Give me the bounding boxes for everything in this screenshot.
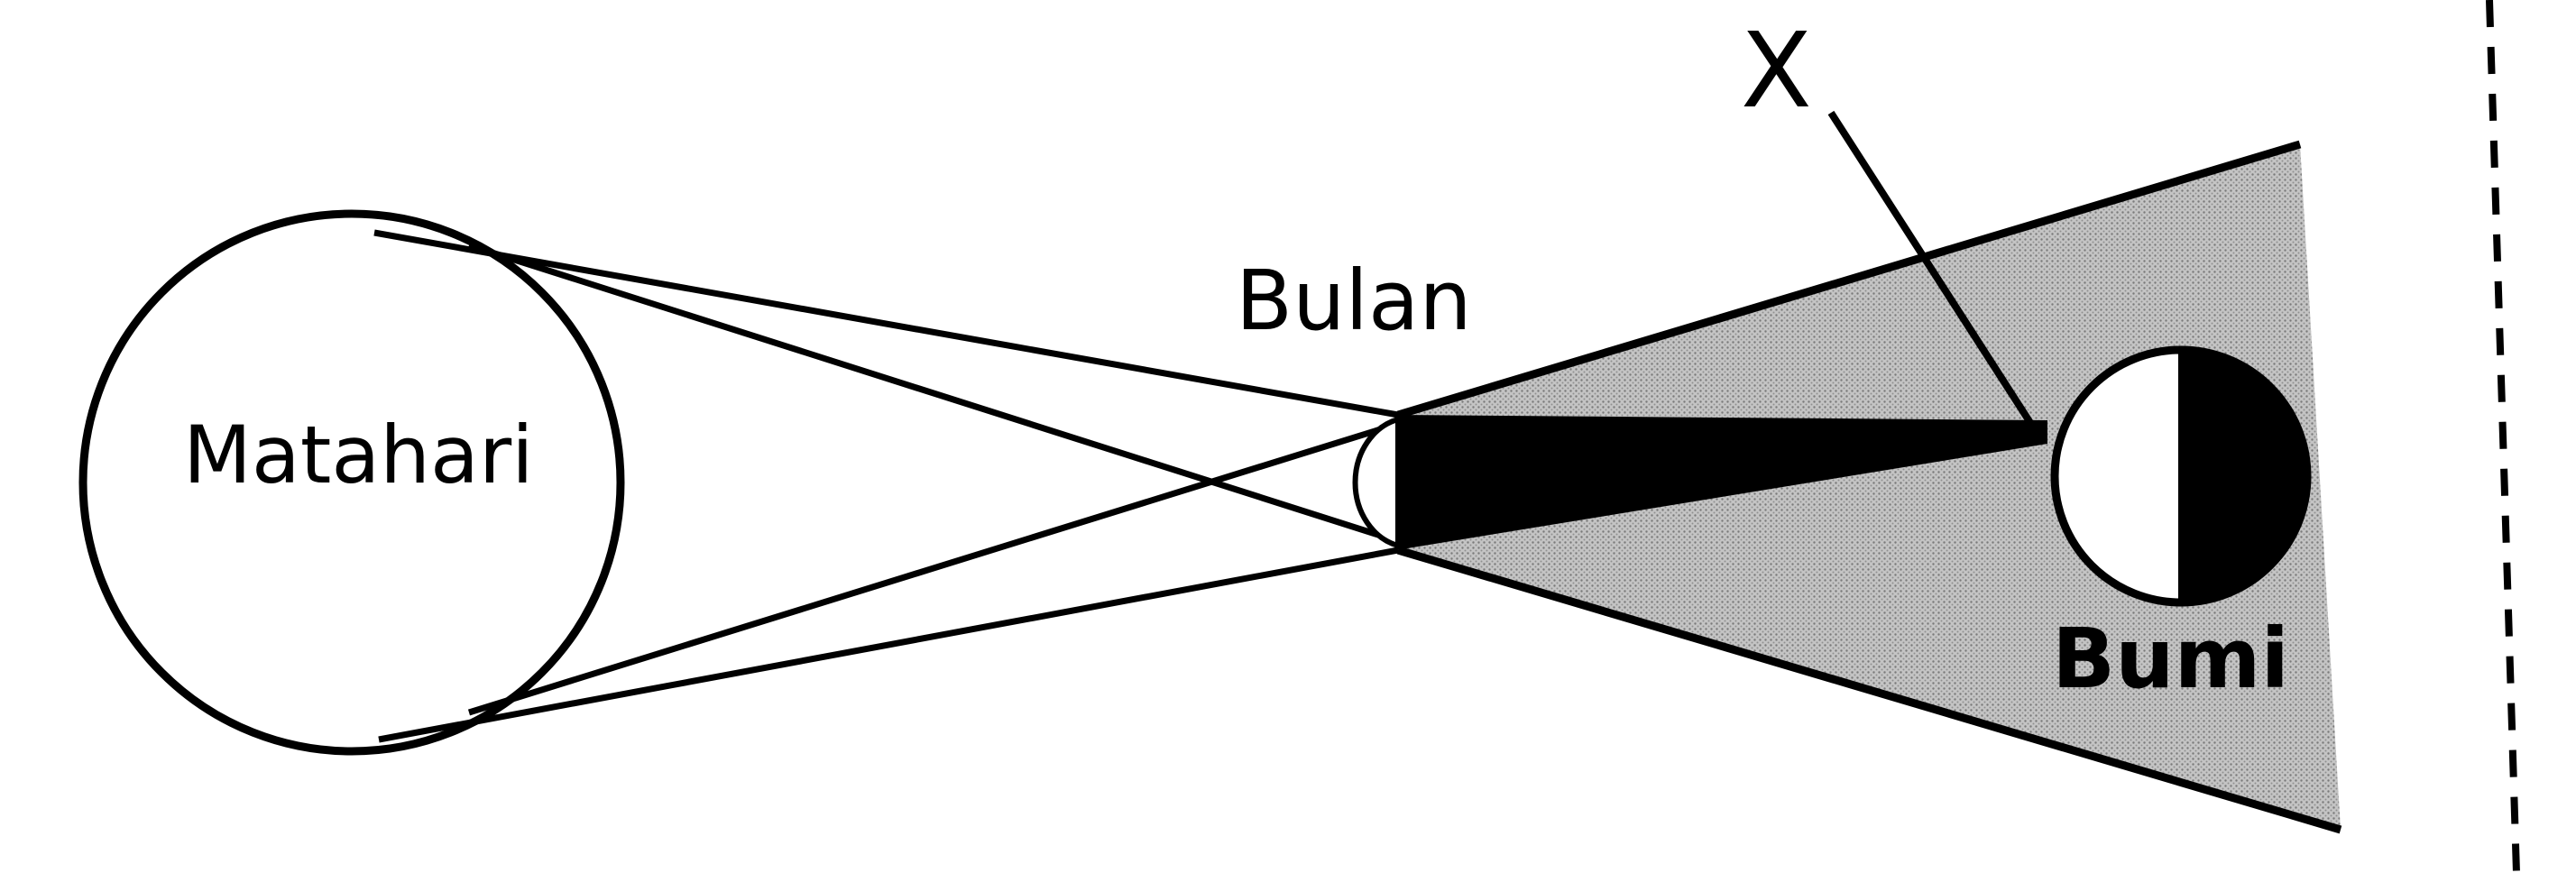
penumbra-bottom-edge	[1396, 546, 2342, 834]
sun-label: Matahari	[183, 409, 534, 501]
umbra-region	[1396, 415, 2047, 550]
earth-label: Bumi	[2052, 611, 2289, 707]
moon-dark-half	[1398, 419, 1441, 546]
sun	[78, 209, 625, 756]
moon-lit-half	[1352, 416, 1401, 549]
ray-inner-bottom	[467, 420, 1400, 716]
moon-label: Bulan	[1236, 253, 1472, 349]
penumbra-region	[1398, 144, 2341, 830]
ray-outer-bottom	[378, 547, 1399, 743]
pointer-x-line	[1827, 110, 2038, 431]
pointer-x-label: X	[1741, 11, 1812, 132]
ray-inner-top	[467, 242, 1400, 545]
dashed-border	[2486, 0, 2520, 873]
ray-outer-top	[373, 229, 1399, 418]
penumbra-top-edge	[1396, 140, 2302, 419]
